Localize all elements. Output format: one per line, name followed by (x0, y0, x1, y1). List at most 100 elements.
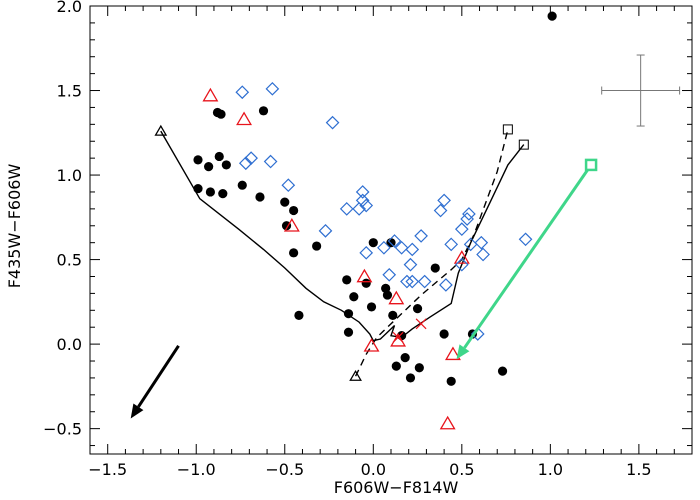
blue-diamond-point (355, 185, 370, 199)
track-endpoint-square (518, 139, 529, 150)
filled-circle-point (193, 155, 203, 165)
red-triangle-point (439, 415, 456, 430)
red-triangle-point (202, 87, 219, 102)
blue-diamond-point (454, 257, 469, 272)
filled-circle-point (400, 353, 410, 363)
red-triangle-point (236, 111, 252, 126)
y-tick-label: 0.0 (57, 335, 82, 354)
filled-circle-point (446, 376, 456, 386)
filled-circle-point (312, 241, 322, 251)
red-triangle-point (363, 338, 380, 352)
filled-circle-point (547, 11, 557, 21)
red-cross-point (392, 331, 404, 343)
arrows (130, 158, 598, 419)
filled-circle-point (430, 263, 440, 273)
blue-diamond-point (405, 274, 420, 289)
blue-diamond-point (235, 85, 250, 100)
blue-diamond-point (339, 202, 354, 216)
blue-diamond-point (265, 81, 280, 96)
blue-diamond-point (439, 278, 453, 292)
solid-track-line (160, 130, 525, 342)
blue-diamond-point (454, 222, 469, 237)
reddening-arrow (130, 344, 180, 419)
x-tick-label: 0.5 (449, 460, 474, 479)
model-tracks (160, 129, 525, 377)
blue-diamond-point (359, 245, 374, 260)
y-tick-label: 1.0 (57, 166, 82, 185)
filled-circle-point (343, 309, 354, 319)
blue-diamond-point (444, 237, 459, 252)
evolution-arrow (456, 158, 598, 360)
filled-circle-point (366, 302, 377, 312)
blue-diamond-point (263, 154, 278, 169)
blue-diamond-point (476, 247, 490, 262)
red-cross-point (415, 318, 427, 330)
filled-circle-point (289, 205, 299, 216)
track-endpoint-triangle (154, 124, 168, 136)
x-tick-label: −1.5 (88, 460, 127, 479)
filled-circle-point (414, 363, 424, 373)
red-triangle-point (283, 217, 300, 232)
y-tick-label: 1.5 (57, 82, 82, 101)
blue-diamond-point (518, 232, 533, 247)
data-points (154, 11, 557, 430)
filled-circle-point (214, 151, 224, 162)
filled-circle-point (255, 192, 265, 202)
reddening-arrow-shaft (137, 344, 180, 408)
filled-circle-point (280, 197, 290, 207)
filled-circle-point (368, 238, 378, 248)
x-tick-label: 1.0 (538, 460, 563, 479)
evolution-arrow-start-square (584, 158, 598, 172)
track-endpoint-triangle (349, 369, 362, 381)
reddening-arrow-head (130, 403, 144, 419)
filled-circle-point (382, 290, 393, 300)
blue-diamond-point (281, 178, 296, 193)
blue-diamond-point (403, 257, 418, 272)
filled-circle-point (405, 373, 416, 383)
red-triangle-point (453, 250, 470, 264)
blue-diamond-point (474, 235, 489, 250)
red-triangle-point (445, 346, 461, 361)
evolution-arrow-shaft (463, 164, 593, 349)
blue-diamond-point (352, 202, 366, 216)
blue-diamond-point (359, 198, 374, 213)
cross-stroke (415, 318, 427, 330)
filled-circle-point (218, 189, 228, 199)
blue-diamond-point (325, 115, 340, 130)
dashed-track-line (354, 129, 509, 377)
blue-diamond-point (238, 156, 253, 171)
blue-diamond-point (414, 229, 428, 243)
filled-circle-point (221, 160, 231, 170)
x-tick-label: −1.0 (177, 460, 216, 479)
filled-circle-point (237, 180, 247, 190)
filled-circle-point (204, 162, 214, 172)
blue-diamond-point (460, 212, 474, 226)
filled-circle-point (205, 187, 215, 197)
blue-diamond-point (405, 242, 420, 257)
blue-diamond-point (382, 267, 397, 282)
filled-circle-point (349, 292, 359, 302)
track-endpoint-square (502, 124, 513, 135)
y-tick-label: 0.5 (57, 251, 82, 270)
blue-diamond-point (462, 207, 476, 221)
filled-circle-point (258, 106, 269, 116)
filled-circle-point (391, 361, 401, 371)
red-triangle-point (388, 290, 405, 305)
blue-diamond-point (244, 151, 258, 165)
x-axis-title: F606W−F814W (334, 478, 459, 497)
filled-circle-point (343, 327, 354, 337)
filled-circle-point (497, 366, 508, 376)
y-tick-label: 2.0 (57, 0, 82, 16)
filled-circle-point (289, 248, 299, 258)
blue-diamond-point (437, 193, 451, 208)
filled-circle-point (388, 310, 398, 320)
blue-diamond-point (387, 234, 402, 248)
blue-diamond-point (318, 223, 333, 238)
filled-circle-point (193, 183, 203, 194)
blue-diamond-point (377, 240, 391, 255)
evolution-arrow-head (456, 344, 470, 360)
filled-circle-point (216, 109, 226, 119)
filled-circle-point (439, 329, 449, 339)
